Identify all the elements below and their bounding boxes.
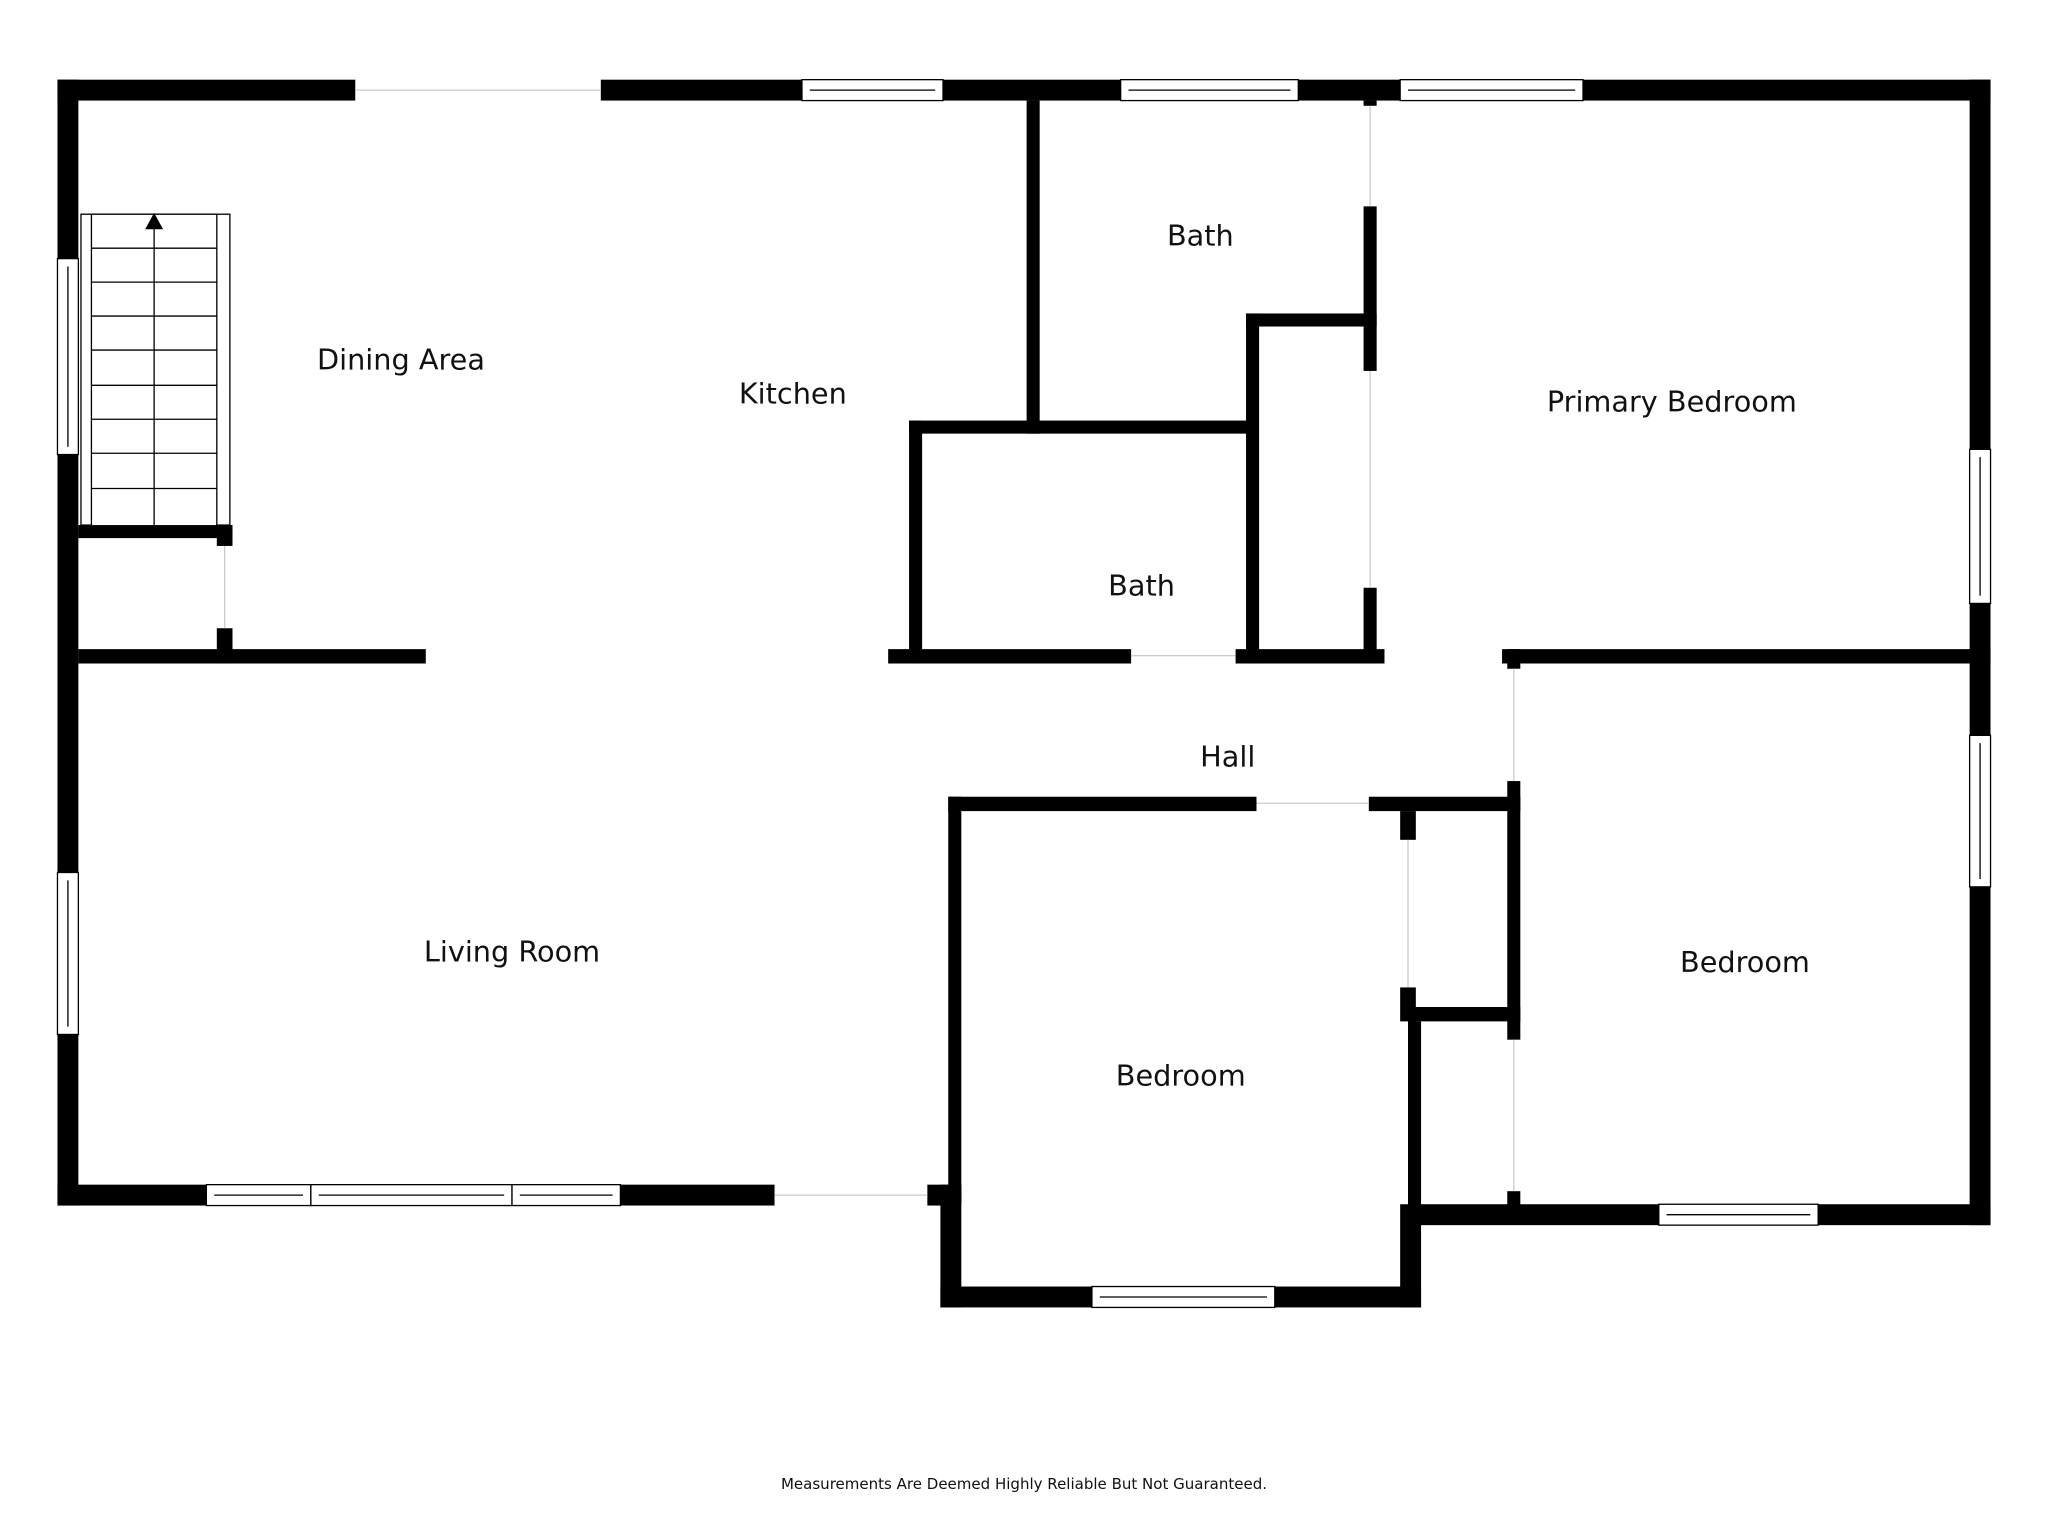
label-bath-lower: Bath	[1108, 569, 1175, 603]
window	[511, 1184, 622, 1207]
label-bedroom-center: Bedroom	[1116, 1058, 1246, 1092]
window	[310, 1184, 513, 1207]
staircase	[80, 212, 231, 526]
window	[1091, 1285, 1276, 1309]
window	[1968, 734, 1992, 888]
window	[1658, 1203, 1819, 1226]
label-dining-area: Dining Area	[317, 343, 485, 377]
door-openings	[223, 89, 1515, 1196]
label-bedroom-right: Bedroom	[1680, 945, 1810, 979]
window	[1968, 448, 1992, 605]
label-hall: Hall	[1200, 740, 1255, 774]
disclaimer-footer: Measurements Are Deemed Highly Reliable …	[781, 1475, 1267, 1493]
label-kitchen: Kitchen	[739, 377, 847, 411]
label-bath-upper: Bath	[1167, 219, 1234, 253]
window	[56, 871, 80, 1036]
window	[1399, 79, 1584, 102]
window	[205, 1184, 312, 1207]
label-living-room: Living Room	[424, 934, 600, 968]
window	[1120, 79, 1299, 102]
walls	[57, 79, 1991, 1308]
stair-arrow-icon	[145, 212, 164, 230]
window	[56, 257, 80, 456]
window	[801, 79, 944, 102]
label-primary-bedroom: Primary Bedroom	[1547, 384, 1797, 418]
room-labels: Dining Area Kitchen Bath Bath Primary Be…	[317, 219, 1810, 1093]
windows	[56, 79, 1992, 1309]
